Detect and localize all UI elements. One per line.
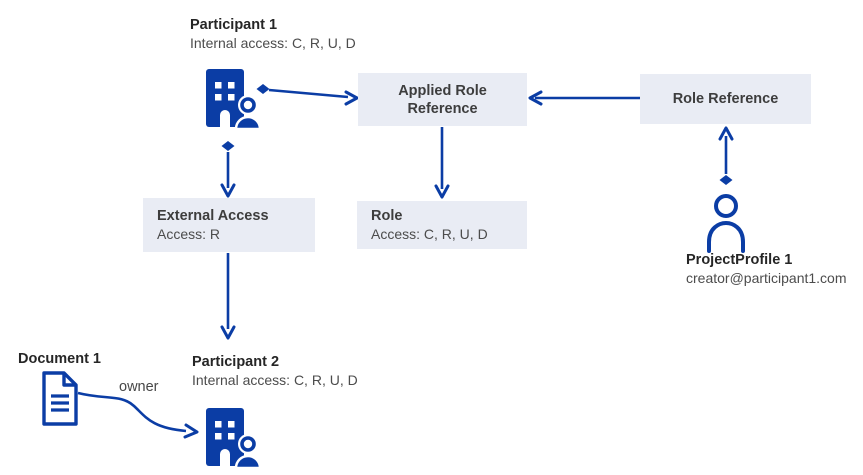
edge-participant1-applied-role-reference <box>256 84 359 106</box>
external-access-box: External Access Access: R <box>143 198 315 252</box>
participant1-title: Participant 1 <box>190 17 278 33</box>
owner-edge-label: owner <box>119 379 159 395</box>
participant2-node <box>203 406 261 469</box>
building-with-person-icon <box>206 408 261 469</box>
external-access-subtitle: Access: R <box>157 226 221 242</box>
building-with-person-icon <box>206 69 261 130</box>
participant1-subtitle: Internal access: C, R, U, D <box>190 35 356 51</box>
person-icon <box>707 194 745 253</box>
applied-role-reference-box: Applied Role Reference <box>358 73 527 126</box>
applied-role-reference-title: Applied Role Reference <box>398 82 487 117</box>
projectprofile1-label: ProjectProfile 1 creator@participant1.co… <box>686 251 847 287</box>
edge-role-reference-applied-role-reference <box>528 90 640 106</box>
edge-projectprofile1-role-reference <box>718 126 734 185</box>
role-reference-box: Role Reference <box>640 74 811 124</box>
participant2-label: Participant 2 Internal access: C, R, U, … <box>192 353 358 389</box>
projectprofile1-title: ProjectProfile 1 <box>686 252 793 268</box>
participant1-label: Participant 1 Internal access: C, R, U, … <box>190 16 356 52</box>
edge-external-access-participant2 <box>220 253 236 340</box>
edge-document1-participant2-owner <box>77 391 199 439</box>
participant1-node <box>203 67 261 130</box>
projectprofile1-subtitle: creator@participant1.com <box>686 270 847 286</box>
document1-label: Document 1 <box>18 350 101 368</box>
participant2-title: Participant 2 <box>192 354 280 370</box>
participant2-subtitle: Internal access: C, R, U, D <box>192 372 358 388</box>
role-reference-title: Role Reference <box>672 91 779 107</box>
document1-node <box>40 370 82 428</box>
external-access-title: External Access <box>157 208 269 224</box>
role-box: Role Access: C, R, U, D <box>357 201 527 249</box>
document-icon <box>42 371 78 426</box>
projectprofile1-node <box>702 191 750 253</box>
role-subtitle: Access: C, R, U, D <box>371 226 488 242</box>
edge-participant1-external-access <box>220 141 236 198</box>
document1-title: Document 1 <box>18 351 101 367</box>
edge-applied-role-reference-role <box>434 127 450 199</box>
role-title: Role <box>371 208 403 224</box>
